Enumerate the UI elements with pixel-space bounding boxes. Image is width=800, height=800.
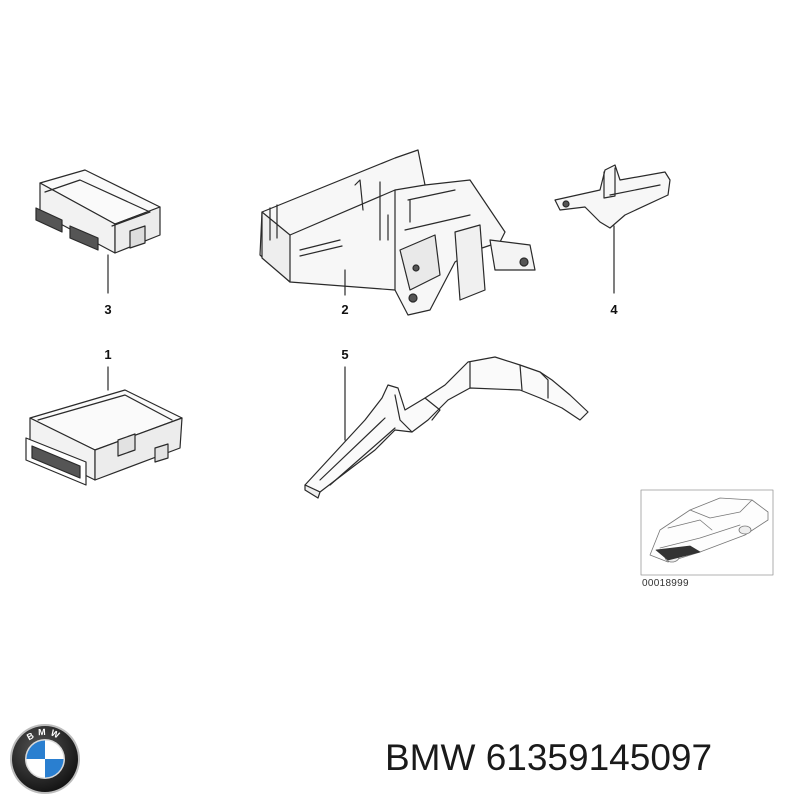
part-5-cable-channel bbox=[304, 356, 589, 499]
callout-1: 1 bbox=[104, 347, 112, 362]
bmw-logo: BMW bbox=[10, 724, 80, 794]
callout-3: 3 bbox=[104, 302, 112, 317]
callout-5: 5 bbox=[341, 347, 349, 362]
part-3-control-module bbox=[35, 169, 161, 254]
part-number-title: BMW 61359145097 bbox=[385, 737, 713, 778]
part-2-bracket bbox=[259, 149, 536, 316]
callout-2: 2 bbox=[341, 302, 349, 317]
part-4-clip bbox=[554, 164, 671, 229]
part-1-control-module bbox=[25, 389, 183, 486]
car-silhouette-thumbnail bbox=[640, 489, 774, 576]
callout-4: 4 bbox=[610, 302, 618, 317]
reference-code: 00018999 bbox=[642, 578, 689, 589]
